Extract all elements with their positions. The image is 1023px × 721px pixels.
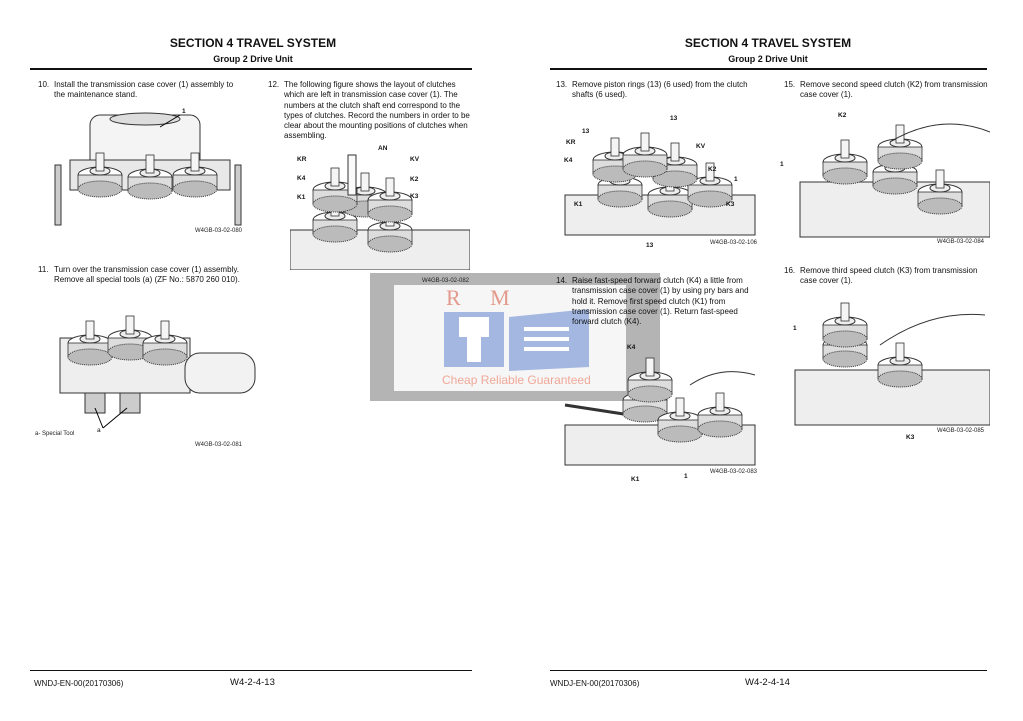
callout-label: 1	[734, 176, 738, 183]
step-11: 11. Turn over the transmission case cove…	[38, 265, 258, 286]
callout-label: AN	[378, 145, 388, 152]
step-13: 13. Remove piston rings (13) (6 used) fr…	[556, 80, 761, 101]
figure-piston-rings	[564, 132, 756, 236]
figure-caption: W4GB-03-02-085	[937, 428, 985, 434]
step-10: 10. Install the transmission case cover …	[38, 80, 243, 101]
footer-rule	[550, 670, 987, 671]
callout-label: 13	[670, 115, 678, 122]
step-text: Remove second speed clutch (K2) from tra…	[800, 80, 988, 100]
step-text: The following figure shows the layout of…	[284, 80, 470, 141]
figure-raise-clutch	[564, 357, 756, 466]
watermark-logo-icon	[444, 309, 589, 371]
watermark-panel: R M Cheap Reliable Guaranteed	[394, 285, 626, 391]
header-rule	[30, 68, 472, 70]
step-number: 15.	[784, 80, 796, 89]
footer-code: WNDJ-EN-00(20170306)	[550, 679, 640, 688]
callout-label: K1	[574, 201, 583, 208]
figure-turned-case-cover	[59, 315, 256, 429]
figure-caption: W4GB-03-02-082	[422, 278, 470, 284]
callout-label: K4	[627, 344, 636, 351]
callout-label: K3	[906, 434, 915, 441]
callout-label: K1	[631, 476, 640, 483]
step-number: 14.	[556, 276, 568, 285]
callout-label: a	[97, 427, 101, 434]
watermark-tagline: Cheap Reliable Guaranteed	[442, 373, 591, 387]
group-title: Group 2 Drive Unit	[213, 54, 293, 64]
figure-legend: a- Special Tool	[35, 431, 75, 437]
figure-caption: W4GB-03-02-080	[195, 228, 243, 234]
footer-rule	[30, 670, 472, 671]
header-rule	[550, 68, 987, 70]
callout-label: K4	[564, 157, 573, 164]
callout-label: K3	[410, 193, 419, 200]
step-number: 11.	[38, 265, 49, 274]
callout-label: 13	[582, 128, 590, 135]
callout-label: 13	[646, 242, 654, 249]
callout-label: KR	[297, 156, 307, 163]
figure-caption: W4GB-03-02-083	[710, 469, 758, 475]
callout-label: K2	[838, 112, 847, 119]
figure-caption: W4GB-03-02-084	[937, 239, 985, 245]
figure-remove-k3	[794, 302, 990, 426]
step-text: Raise fast-speed forward clutch (K4) a l…	[572, 276, 749, 327]
section-title: SECTION 4 TRAVEL SYSTEM	[684, 36, 852, 50]
step-text: Remove third speed clutch (K3) from tran…	[800, 266, 978, 286]
callout-label: 1	[793, 325, 797, 332]
callout-label: K4	[297, 175, 306, 182]
callout-label: KR	[566, 139, 576, 146]
step-number: 13.	[556, 80, 568, 89]
step-number: 16.	[784, 266, 796, 275]
callout-label: 1	[182, 108, 186, 115]
step-number: 10.	[38, 80, 50, 89]
callout-label: K1	[297, 194, 306, 201]
figure-caption: W4GB-03-02-081	[195, 442, 243, 448]
step-text: Remove piston rings (13) (6 used) from t…	[572, 80, 748, 100]
callout-label: K2	[708, 166, 717, 173]
step-16: 16. Remove third speed clutch (K3) from …	[784, 266, 989, 287]
watermark-logo-text: R M	[446, 285, 522, 310]
callout-label: 1	[684, 473, 688, 480]
callout-label: KV	[696, 143, 706, 150]
callout-label: 1	[780, 161, 784, 168]
step-15: 15. Remove second speed clutch (K2) from…	[784, 80, 989, 101]
page-number: W4-2-4-14	[745, 677, 790, 688]
step-text: Install the transmission case cover (1) …	[54, 80, 234, 100]
step-14: 14. Raise fast-speed forward clutch (K4)…	[556, 276, 761, 327]
callout-label: K3	[726, 201, 735, 208]
figure-clutch-layout	[290, 154, 470, 270]
callout-label: KV	[410, 156, 420, 163]
page-number: W4-2-4-13	[230, 677, 275, 688]
callout-label: K2	[410, 176, 419, 183]
step-number: 12.	[268, 80, 280, 89]
section-title: SECTION 4 TRAVEL SYSTEM	[169, 36, 337, 50]
step-text: Turn over the transmission case cover (1…	[54, 265, 240, 285]
figure-remove-k2	[799, 123, 990, 238]
watermark: R M Cheap Reliable Guaranteed	[370, 273, 660, 401]
step-12: 12. The following figure shows the layou…	[268, 80, 473, 142]
footer-code: WNDJ-EN-00(20170306)	[34, 679, 124, 688]
group-title: Group 2 Drive Unit	[728, 54, 808, 64]
figure-case-cover-on-stand	[54, 112, 242, 226]
figure-caption: W4GB-03-02-106	[710, 240, 758, 246]
